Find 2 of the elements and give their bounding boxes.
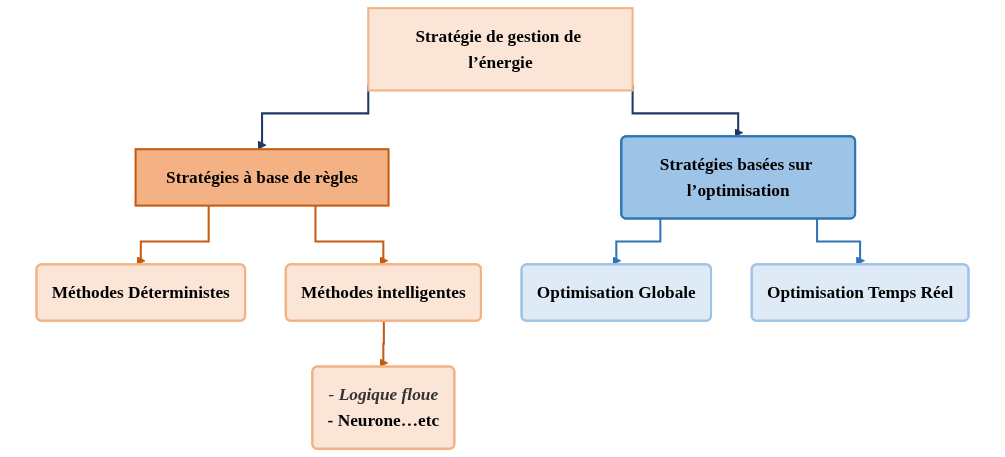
node-box: Stratégie de gestion de l’énergie bbox=[367, 7, 634, 92]
node-box: Stratégies à base de règles bbox=[134, 148, 390, 207]
